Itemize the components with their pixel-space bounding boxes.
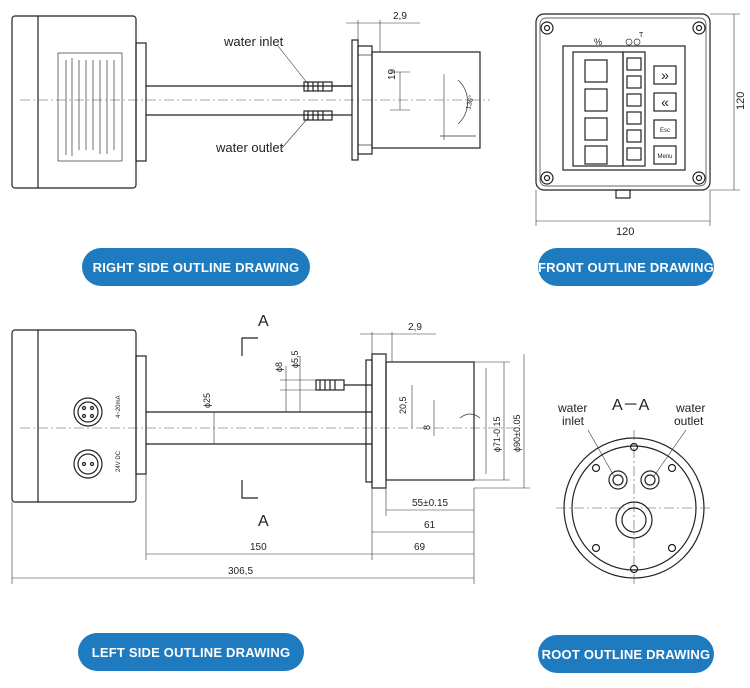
- section-a-top: A: [258, 313, 269, 330]
- key-esc: Esc: [660, 128, 670, 134]
- dim-55: 55±0.15: [412, 498, 449, 509]
- front-height: 120: [735, 92, 747, 110]
- dim-19: 19: [387, 68, 398, 80]
- label-4-20ma: 4~20mA: [116, 395, 122, 418]
- left-side-drawing: 4~20mA 24V DC A A 2,9 ϕ8 ϕ5,5: [11, 313, 530, 584]
- dim-d5-5: ϕ5,5: [290, 350, 300, 368]
- dim-d90: ϕ90±0.05: [512, 414, 522, 452]
- front-outline-button[interactable]: FRONT OUTLINE DRAWING: [538, 248, 714, 286]
- root-inlet-line1: water: [557, 401, 587, 415]
- key-up: »: [661, 67, 669, 83]
- key-down: «: [661, 94, 669, 110]
- water-outlet-label: water outlet: [215, 140, 284, 155]
- dim-61: 61: [424, 520, 436, 531]
- dim-150: 150: [250, 542, 267, 553]
- root-inlet-line2: inlet: [562, 414, 585, 428]
- front-width: 120: [616, 226, 634, 238]
- dim-d25: ϕ25: [202, 393, 212, 408]
- root-outlet-line1: water: [675, 401, 705, 415]
- dim-d8: ϕ8: [274, 362, 284, 372]
- right-side-outline-button[interactable]: RIGHT SIDE OUTLINE DRAWING: [82, 248, 310, 286]
- dim-2-9-right: 2,9: [393, 11, 407, 22]
- indicator-t: T: [639, 32, 644, 39]
- label-24v-dc: 24V DC: [116, 450, 122, 472]
- indicator-percent: %: [594, 37, 602, 47]
- root-outline-button[interactable]: ROOT OUTLINE DRAWING: [538, 635, 714, 673]
- key-menu: Menu: [657, 154, 672, 160]
- water-inlet-label: water inlet: [223, 34, 284, 49]
- left-side-outline-button[interactable]: LEFT SIDE OUTLINE DRAWING: [78, 633, 304, 671]
- dim-8: 8: [422, 425, 432, 430]
- right-side-drawing: water inlet water outlet 2,9 19 136°: [11, 11, 490, 189]
- dim-306-5: 306,5: [228, 566, 253, 577]
- root-outlet-line2: outlet: [674, 414, 704, 428]
- dim-2-9-left: 2,9: [408, 322, 422, 333]
- front-drawing: » « Esc Menu % T 120 120: [535, 13, 747, 238]
- dim-d71: ϕ71-0.15: [492, 416, 502, 452]
- section-a-bottom: A: [258, 513, 269, 530]
- section-title: A－A: [612, 397, 650, 414]
- dim-69: 69: [414, 542, 426, 553]
- root-drawing: A－A water inlet water outlet: [556, 397, 712, 586]
- dim-20-5: 20,5: [398, 396, 408, 414]
- angle-136: 136°: [464, 94, 476, 110]
